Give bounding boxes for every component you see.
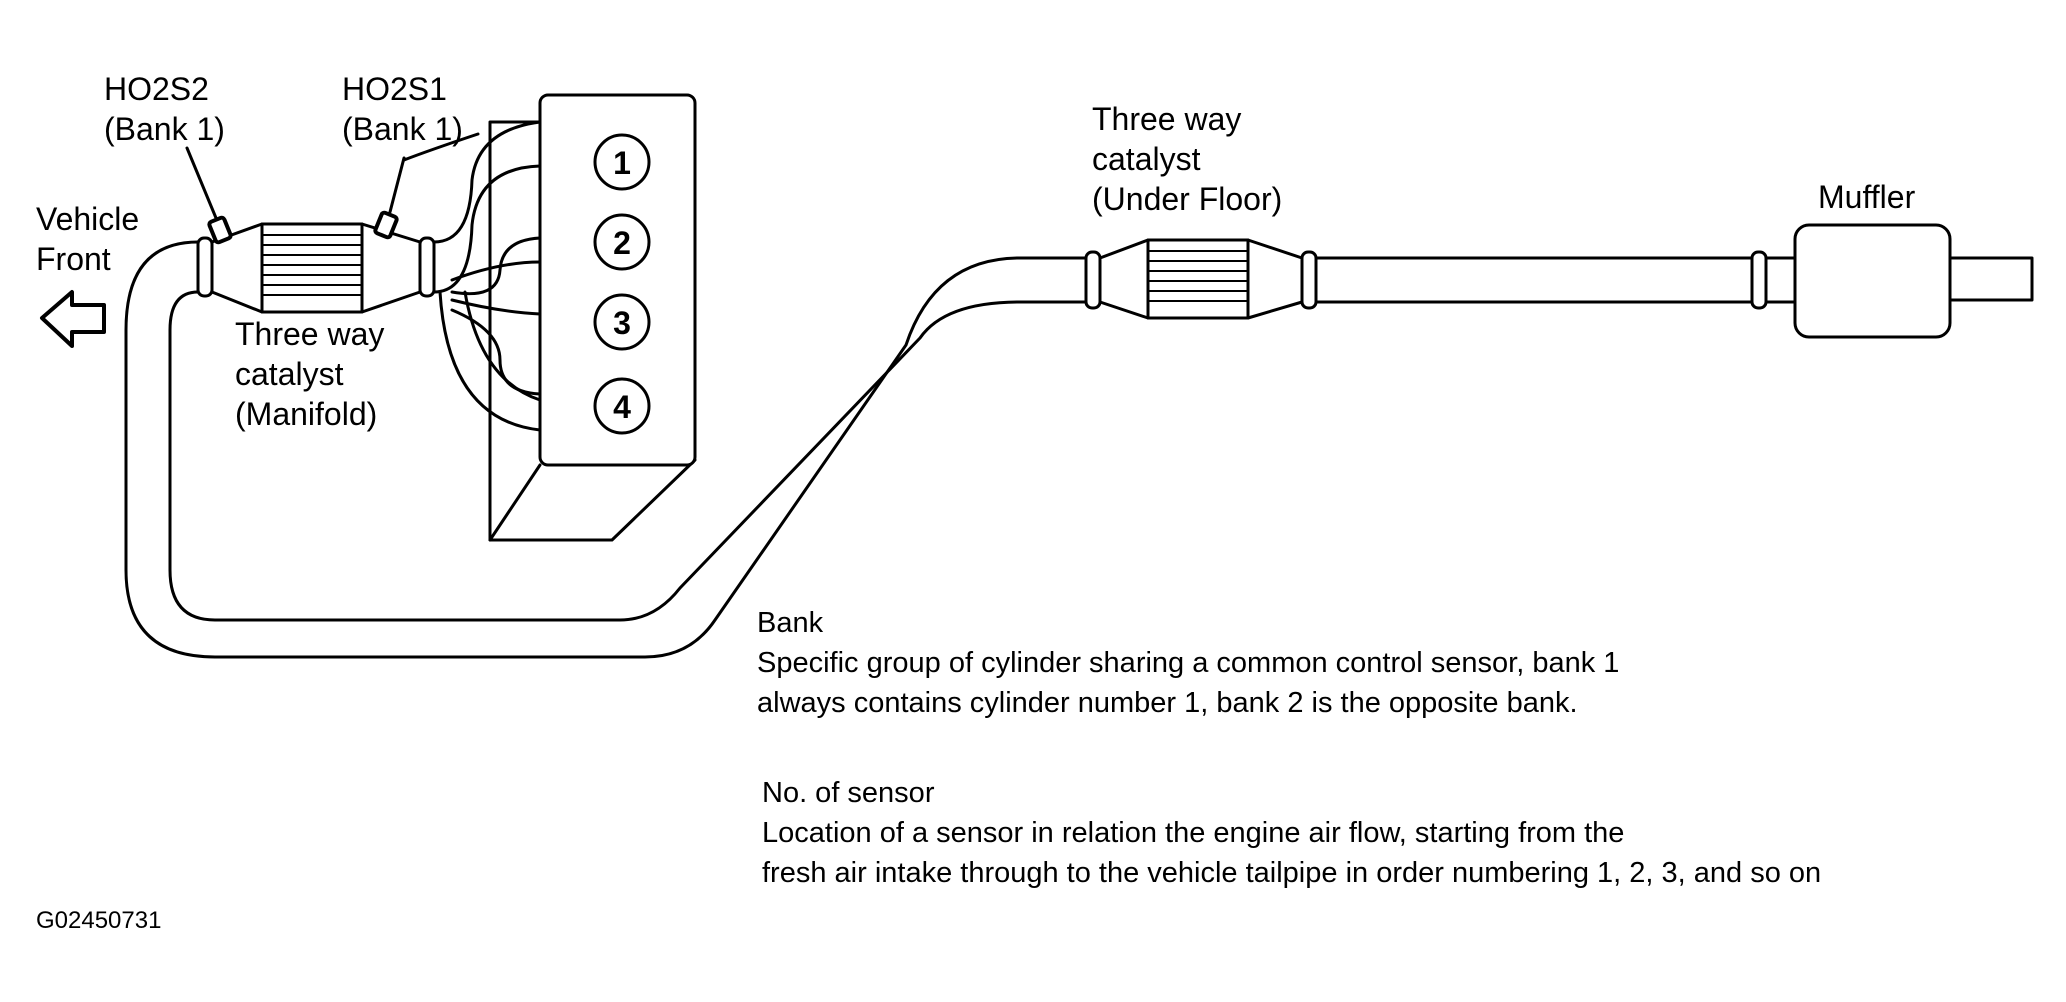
pipe-flange — [1300, 250, 1318, 310]
cylinder-1: 1 — [593, 133, 651, 191]
ho2s1-label-leader — [402, 132, 480, 162]
sensor-note-title: No. of sensor — [762, 777, 935, 809]
underfloor-catalyst — [1098, 238, 1304, 320]
underfloor-catalyst-core — [1147, 250, 1249, 302]
svg-text:1: 1 — [613, 145, 631, 181]
sensor-note-line: fresh air intake through to the vehicle … — [762, 857, 1821, 889]
ho2s2-sensor — [185, 146, 233, 245]
cylinder-4: 4 — [593, 377, 651, 435]
pipe-flange — [418, 236, 436, 298]
ho2s2-leader-line — [185, 146, 218, 220]
pipe-flange — [1750, 250, 1768, 310]
svg-text:4: 4 — [613, 389, 631, 425]
cylinders: 1 2 3 4 — [593, 133, 651, 435]
pipe-flange — [1084, 250, 1102, 310]
engine-block-front — [538, 93, 697, 467]
sensor-note-line: Location of a sensor in relation the eng… — [762, 817, 1624, 849]
manifold-catalyst-core — [261, 234, 363, 296]
pipe-flange — [196, 236, 214, 298]
vehicle-front-arrow-icon — [40, 290, 106, 348]
bank-note-line: always contains cylinder number 1, bank … — [757, 687, 1578, 719]
ho2s2-label: HO2S2 (Bank 1) — [104, 71, 225, 147]
ho2s1-leader-line — [388, 156, 406, 214]
exhaust-manifold-runners — [432, 120, 542, 432]
cylinder-2: 2 — [593, 213, 651, 271]
manifold-catalyst — [210, 222, 422, 314]
underfloor-catalyst-label: Three way catalyst (Under Floor) — [1092, 101, 1282, 217]
bank-note-line: Specific group of cylinder sharing a com… — [757, 647, 1619, 679]
exhaust-pipe-outer-wall — [124, 240, 1092, 659]
exhaust-pipe — [124, 240, 2034, 659]
exhaust-pipe-inner-wall — [168, 290, 1092, 622]
pipe-flanges — [196, 236, 1768, 310]
figure-code: G02450731 — [36, 907, 161, 934]
svg-text:3: 3 — [613, 305, 631, 341]
ho2s1-sensor — [373, 156, 406, 240]
bank-note: Bank Specific group of cylinder sharing … — [757, 607, 1619, 719]
svg-text:2: 2 — [613, 225, 631, 261]
engine — [432, 93, 697, 542]
sensor-note: No. of sensor Location of a sensor in re… — [762, 777, 1821, 889]
underfloor-catalyst-body — [1098, 238, 1304, 320]
cylinder-3: 3 — [593, 293, 651, 351]
vehicle-front-label: Vehicle Front — [36, 201, 148, 277]
ho2s1-label: HO2S1 (Bank 1) — [342, 71, 463, 147]
muffler-label: Muffler — [1818, 179, 1916, 215]
muffler-body — [1793, 223, 1952, 339]
manifold-catalyst-label: Three way catalyst (Manifold) — [235, 316, 393, 432]
tailpipe — [1948, 256, 2034, 302]
bank-note-title: Bank — [757, 607, 824, 639]
